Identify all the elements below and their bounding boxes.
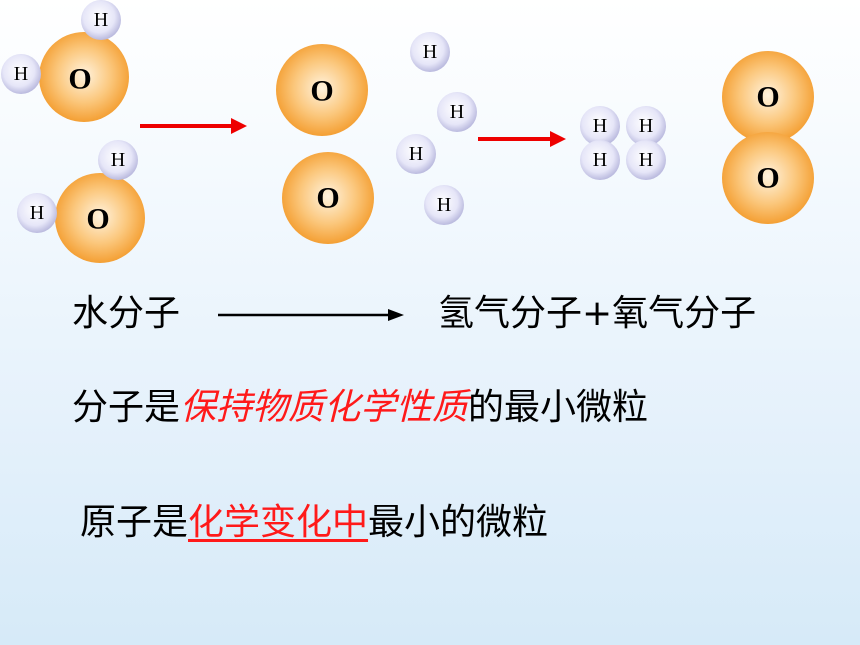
oxygen-atom [276, 44, 368, 136]
oxygen-label: O [86, 203, 109, 236]
atom-statement: 原子是化学变化中最小的微粒 [80, 505, 548, 541]
hydrogen-label: H [450, 101, 464, 123]
hydrogen-atom [626, 140, 666, 180]
equation-product: 氢气分子+氧气分子 [438, 293, 757, 334]
hydrogen-label: H [14, 63, 28, 85]
hydrogen-atom [424, 185, 464, 225]
hydrogen-atom [437, 92, 477, 132]
hydrogen-label: H [593, 115, 607, 137]
oxygen-atom [722, 132, 814, 224]
atom-statement-prefix: 原子是 [80, 502, 189, 543]
oxygen-label: O [756, 162, 779, 195]
hydrogen-label: H [437, 194, 451, 216]
atom-statement-emphasis: 化学变化中 [188, 502, 369, 543]
hydrogen-label: H [111, 149, 125, 171]
equation-arrow [218, 309, 404, 321]
hydrogen-label: H [639, 149, 653, 171]
equation-reactant: 水分子 [72, 293, 181, 334]
hydrogen-label: H [423, 41, 437, 63]
hydrogen-atom [626, 106, 666, 146]
hydrogen-label: H [593, 149, 607, 171]
oxygen-atom [722, 51, 814, 143]
hydrogen-atom [580, 140, 620, 180]
hydrogen-molecules: H H H H [580, 106, 666, 180]
reaction-arrow-2 [478, 131, 566, 147]
water-molecule-1: O H H [1, 0, 129, 122]
hydrogen-atom [410, 32, 450, 72]
hydrogen-label: H [409, 143, 423, 165]
hydrogen-atom [17, 193, 57, 233]
molecule-statement-suffix: 的最小微粒 [468, 387, 649, 428]
atom-statement-suffix: 最小的微粒 [368, 502, 549, 543]
molecule-statement: 分子是保持物质化学性质的最小微粒 [72, 390, 648, 426]
hydrogen-label: H [639, 115, 653, 137]
hydrogen-atom [396, 134, 436, 174]
hydrogen-label: H [30, 202, 44, 224]
reaction-diagram: O H H O H H O O H H H H H H H [1, 0, 814, 263]
oxygen-molecule: O O [722, 51, 814, 224]
molecule-statement-emphasis: 保持物质化学性质 [180, 387, 469, 428]
oxygen-label: O [68, 63, 91, 96]
oxygen-atom [282, 152, 374, 244]
oxygen-label: O [310, 75, 333, 108]
reaction-arrow-1 [140, 118, 247, 134]
hydrogen-label: H [94, 9, 108, 31]
oxygen-label: O [316, 182, 339, 215]
molecule-statement-prefix: 分子是 [72, 387, 181, 428]
hydrogen-atom [98, 140, 138, 180]
oxygen-label: O [756, 81, 779, 114]
hydrogen-atom [580, 106, 620, 146]
oxygen-atom [55, 173, 145, 263]
hydrogen-atom [81, 0, 121, 40]
oxygen-atom [39, 32, 129, 122]
water-molecule-2: O H H [17, 140, 145, 263]
hydrogen-atom [1, 54, 41, 94]
